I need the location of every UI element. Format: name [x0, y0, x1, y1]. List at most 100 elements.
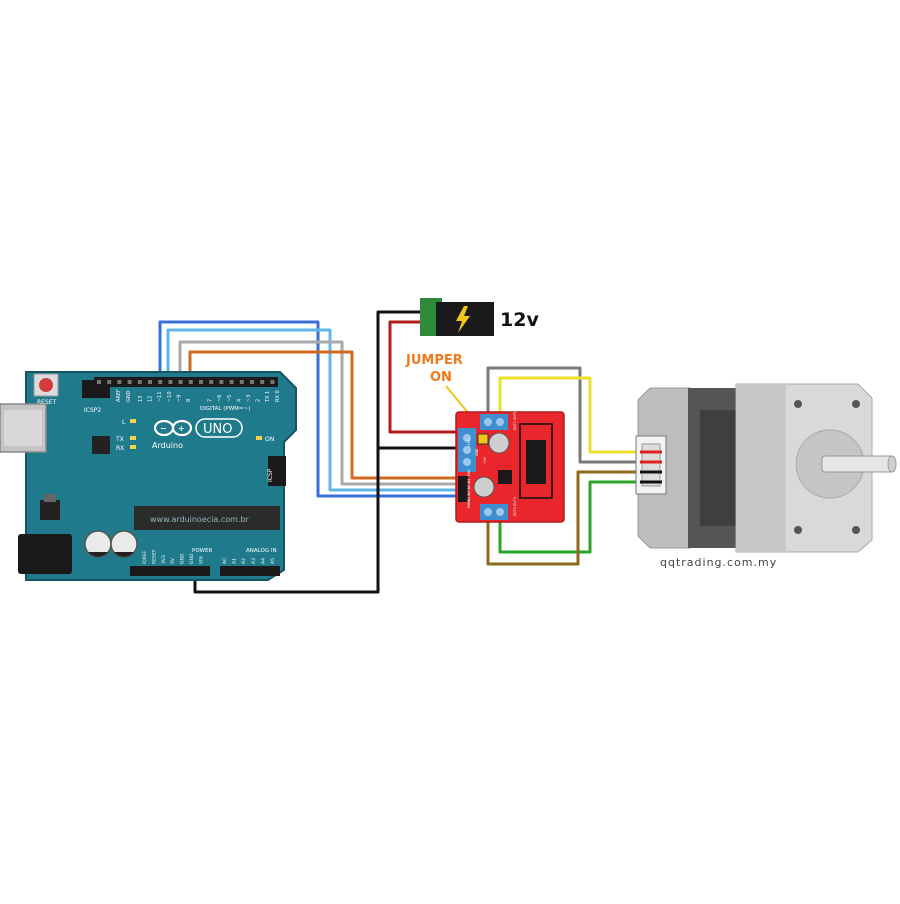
model-label: UNO	[203, 422, 232, 437]
driver-pin-label: +12V	[467, 438, 471, 448]
header-pin	[219, 380, 224, 384]
driver-pin-label: GND	[475, 448, 479, 456]
wire-in1	[158, 320, 463, 498]
pin-label-digital: ~9	[176, 395, 182, 402]
motor-mount-hole-3	[794, 526, 802, 534]
driver-pin-label: +5V	[483, 456, 487, 464]
driver-capacitor-1	[488, 432, 510, 454]
header-pin	[270, 380, 275, 384]
pin-label-power: VIN	[198, 556, 204, 564]
motor-mount-hole-4	[852, 526, 860, 534]
header-pin	[137, 380, 142, 384]
analog-header	[220, 566, 280, 576]
capacitor-2	[110, 530, 138, 558]
pin-label-power: 3V3	[161, 555, 167, 564]
pin-label-digital: ~10	[167, 391, 173, 402]
pin-label-digital: ~5	[227, 395, 233, 402]
pin-label-analog: A2	[241, 558, 247, 564]
pin-label-power: IOREF	[142, 550, 148, 564]
driver-capacitor-2	[473, 476, 495, 498]
arduino-logo: − + Arduino	[152, 419, 193, 450]
header-pin	[168, 380, 173, 384]
l298n-driver-board: +12VGND+5VENAIN1IN2IN3IN4ENBOUT1OUT2OUT3…	[455, 411, 565, 523]
led-rx	[130, 445, 136, 449]
jumper	[477, 433, 489, 445]
header-pin	[260, 380, 265, 384]
jumper-label-line2: ON	[430, 370, 452, 385]
header-pin	[127, 380, 132, 384]
driver-pin-label: ENB	[467, 501, 471, 508]
lightning-icon	[456, 306, 470, 333]
header-pin	[250, 380, 254, 384]
pin-label-aref: AREF	[116, 389, 122, 402]
driver-pin-label: IN3	[467, 491, 471, 496]
led-tx	[130, 436, 136, 440]
motor-mount-hole-1	[794, 400, 802, 408]
power-supply-label: 12v	[500, 309, 539, 331]
pin-label-analog: A5	[270, 558, 276, 564]
driver-pin-label: OUT1	[513, 411, 517, 420]
header-pin	[158, 380, 163, 384]
header-pin	[188, 380, 193, 384]
digital-header	[94, 377, 278, 387]
pin-label-digital: 8	[186, 399, 192, 402]
analog-label: ANALOG IN	[246, 548, 277, 554]
icsp-header	[268, 456, 286, 486]
header-pin	[117, 380, 122, 384]
brand-label: Arduino	[152, 441, 183, 450]
driver-pin-label: OUT3	[513, 497, 517, 506]
wire-12v-gnd	[193, 310, 432, 594]
model-box	[195, 418, 243, 438]
wire-12v	[388, 320, 463, 434]
pin-label-digital: ~11	[157, 391, 163, 402]
pin-label-digital: 12	[148, 396, 154, 402]
wire-out4	[486, 470, 640, 566]
header-pin	[229, 380, 234, 384]
on-label: ON	[265, 436, 274, 443]
header-pin	[239, 380, 244, 384]
digital-label: DIGITAL (PWM=~)	[200, 406, 250, 412]
motor-shaft	[821, 455, 895, 473]
terminal-out-bottom	[480, 504, 508, 520]
pin-label-analog: A1	[232, 558, 238, 564]
header-pin	[178, 380, 183, 384]
pin-label-digital: 7	[208, 399, 214, 402]
reset-label: RESET	[37, 399, 57, 406]
motor-mount-hole-2	[852, 400, 860, 408]
pin-label-digital: 2	[256, 399, 262, 402]
header-pin	[97, 380, 101, 384]
pin-label-power: GND	[189, 553, 195, 564]
svg-text:+: +	[178, 424, 185, 433]
voltage-regulator	[40, 500, 60, 520]
header-pin	[107, 380, 112, 384]
driver-pin-label: IN1	[467, 479, 471, 484]
website-label: www.arduinoecia.com.br	[150, 515, 250, 524]
wire-out3	[498, 480, 640, 554]
jumper-label-line1: JUMPER	[405, 353, 463, 368]
svg-text:−: −	[160, 424, 167, 433]
icsp2-label: ICSP2	[84, 407, 101, 414]
pin-label-analog: A3	[251, 558, 257, 564]
input-header	[458, 476, 468, 502]
icsp-label: ICSP	[267, 468, 274, 482]
power-supply-jack: 12v	[420, 298, 539, 336]
pin-label-power: RESET	[151, 549, 157, 564]
power-label: POWER	[192, 548, 213, 554]
driver-pin-label: IN2	[467, 485, 471, 490]
pin-label-gnd: GND	[126, 390, 132, 402]
driver-pin-label: OUT4	[513, 507, 517, 516]
header-pin	[199, 380, 203, 384]
driver-pin-label: IN4	[467, 497, 471, 502]
driver-labels: +12VGND+5VENAIN1IN2IN3IN4ENBOUT1OUT2OUT3…	[467, 411, 517, 516]
digital-pin-dots	[97, 380, 275, 384]
led-rx-label: RX	[116, 445, 124, 452]
pin-label-digital: TX 1	[265, 391, 271, 403]
wire-in2	[166, 328, 463, 492]
small-chip	[92, 436, 110, 454]
